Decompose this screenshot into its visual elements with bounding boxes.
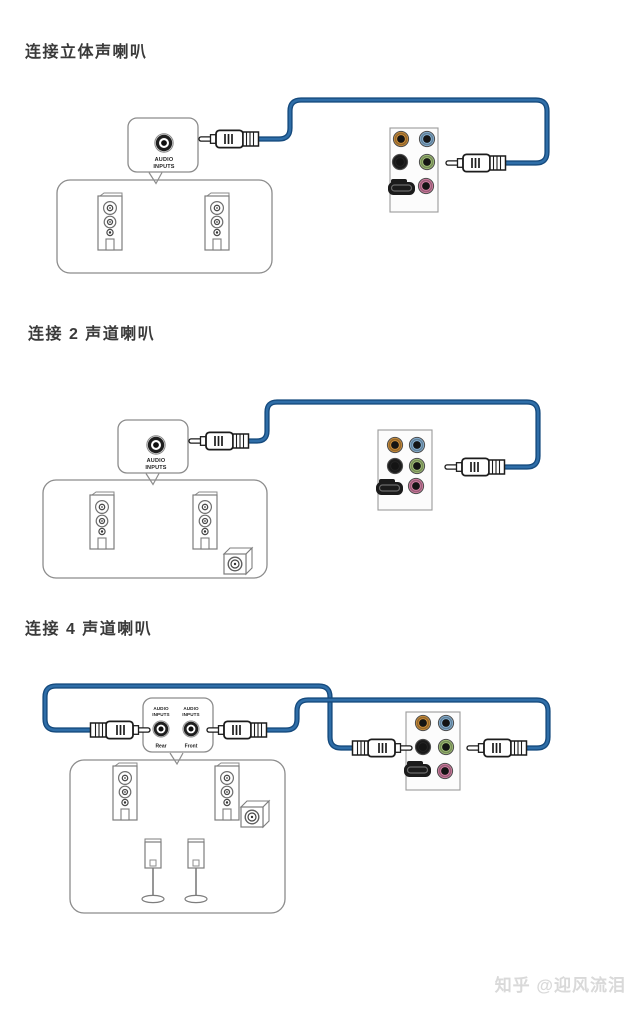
audio-label: AUDIO <box>183 706 199 711</box>
callout-pointer <box>145 473 160 486</box>
inputs-label: INPUTS <box>152 712 169 717</box>
audio-label: AUDIO <box>155 157 174 163</box>
rear-speaker-out-plug <box>351 738 413 758</box>
orange-jack <box>414 714 432 732</box>
black-jack <box>414 738 432 756</box>
pink-jack <box>407 477 425 495</box>
audio-label: AUDIO <box>153 706 169 711</box>
left-tower-speaker <box>89 491 115 550</box>
right-tower-speaker <box>192 491 218 550</box>
section-title-four-channel: 连接 4 声道喇叭 <box>25 621 153 638</box>
audio-label: AUDIO <box>147 458 166 464</box>
inputs-label: INPUTS <box>145 465 166 471</box>
green-jack <box>418 153 436 171</box>
green-jack <box>408 457 426 475</box>
left-front-tower-speaker <box>112 762 138 821</box>
callout-pointer <box>169 752 184 766</box>
subwoofer <box>223 547 253 575</box>
right-tower-speaker <box>204 192 230 251</box>
section-title-two-channel: 连接 2 声道喇叭 <box>28 326 156 343</box>
orange-jack <box>386 436 404 454</box>
green-jack <box>437 738 455 756</box>
black-jack <box>391 153 409 171</box>
line-out-plug <box>466 738 528 758</box>
speaker-side-plug <box>198 129 260 149</box>
section-title-stereo: 连接立体声喇叭 <box>25 44 148 61</box>
left-tower-speaker <box>97 192 123 251</box>
black-jack <box>386 457 404 475</box>
pink-jack <box>417 177 435 195</box>
blue-jack <box>418 130 436 148</box>
front-audio-cable <box>266 697 551 751</box>
orange-jack <box>392 130 410 148</box>
stereo-connection-diagram: AUDIO INPUTS <box>56 97 550 274</box>
front-label: Front <box>185 744 198 750</box>
right-front-tower-speaker <box>214 762 240 821</box>
two-channel-connection-diagram: AUDIO INPUTS <box>42 399 541 579</box>
callout-pointer <box>148 172 163 185</box>
motherboard-side-plug <box>444 457 506 477</box>
subwoofer <box>240 800 270 828</box>
inputs-label: INPUTS <box>182 712 199 717</box>
front-input-jack <box>181 719 201 739</box>
speaker-side-plug <box>188 431 250 451</box>
rear-audio-cable <box>42 683 353 751</box>
rear-label: Rear <box>155 744 166 750</box>
four-channel-connection-diagram: AUDIO INPUTS AUDIO INPUTS Rear Front <box>42 683 551 914</box>
rear-input-plug <box>89 720 151 740</box>
audio-inputs-box <box>142 697 214 753</box>
front-input-plug <box>206 720 268 740</box>
speaker-area <box>56 179 273 274</box>
speaker-area <box>69 759 286 914</box>
rear-input-jack <box>151 719 171 739</box>
audio-cable <box>258 97 550 166</box>
audio-input-jack <box>153 132 175 154</box>
watermark: 知乎 @迎风流泪 <box>494 976 626 995</box>
blue-jack <box>437 714 455 732</box>
inputs-label: INPUTS <box>153 164 174 170</box>
audio-cable <box>248 399 541 470</box>
motherboard-side-plug <box>445 153 507 173</box>
blue-jack <box>408 436 426 454</box>
pink-jack <box>436 762 454 780</box>
audio-input-jack <box>145 434 167 456</box>
